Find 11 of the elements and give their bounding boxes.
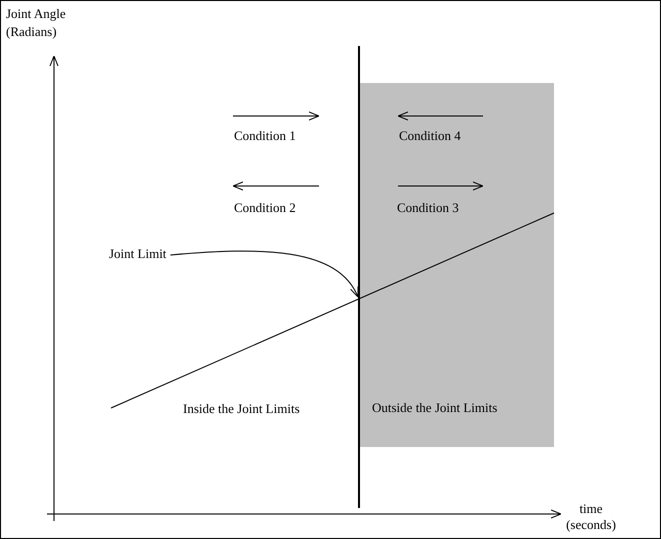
text-label: Condition 1 (234, 128, 296, 144)
callout-label: Joint Limit (109, 246, 166, 262)
leader-line (170, 250, 358, 298)
text-label: Condition 2 (234, 200, 296, 216)
axis-label: Joint Angle (Radians) (6, 5, 67, 41)
region-label: Condition 4 (399, 128, 461, 144)
region-label: Condition 3 (397, 200, 459, 216)
text-label: Inside the Joint Limits (183, 401, 300, 417)
axis-label: time (seconds) (565, 501, 617, 533)
shaded-region (359, 83, 554, 447)
region-label: Outside the Joint Limits (372, 400, 498, 416)
